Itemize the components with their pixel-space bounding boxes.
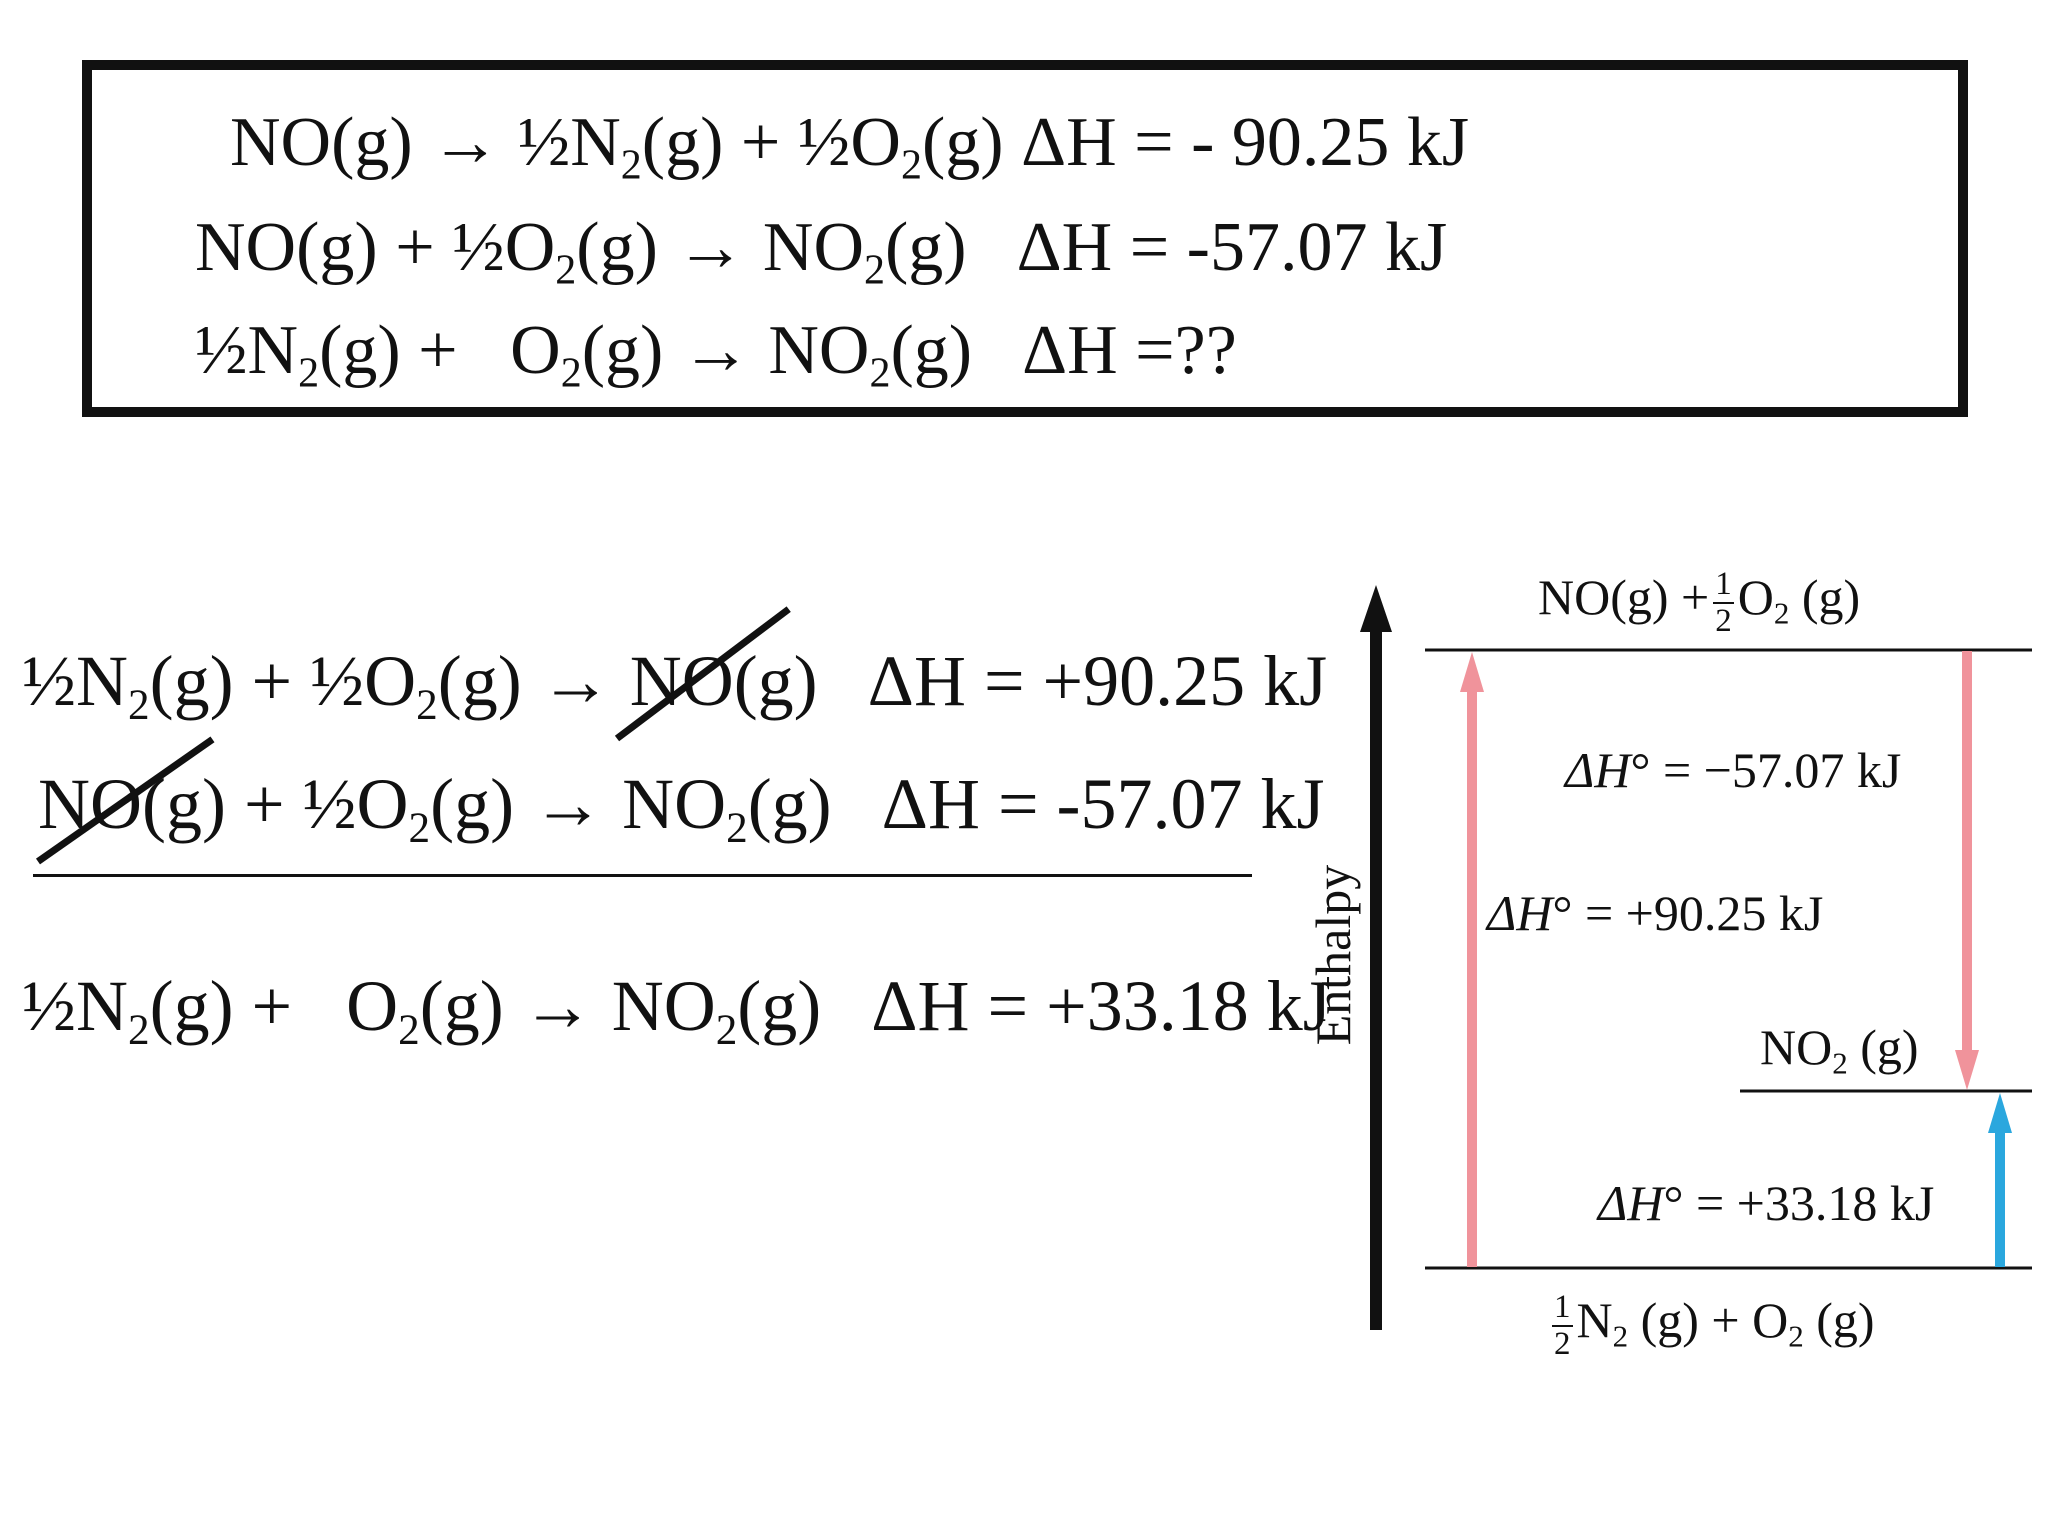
- work-equation-1: ½N2(g) + ½O2(g) → NO(g)ΔH = +90.25 kJ: [22, 641, 1328, 729]
- arrow-down-no-to-no2-head: [1955, 1050, 1979, 1090]
- given-equations-box: [82, 60, 1968, 417]
- given-eq2-delta-h: ΔH = -57.07 kJ: [1016, 209, 1448, 286]
- mid-level-label: NO2 (g): [1760, 1019, 1919, 1081]
- sum-divider-line: [33, 874, 1252, 877]
- work-eq2-delta-h: ΔH = -57.07 kJ: [881, 764, 1325, 844]
- given-equation-1: NO(g) → ½N2(g) + ½O2(g) ΔH = - 90.25 kJ: [230, 104, 1470, 189]
- enthalpy-axis-label: Enthalpy: [1305, 864, 1361, 1046]
- work-eq1-delta-h: ΔH = +90.25 kJ: [867, 641, 1328, 721]
- given-equation-3: ½N2(g) + O2(g) → NO2(g)ΔH =??: [195, 312, 1237, 397]
- result-delta-h: ΔH = +33.18 kJ: [871, 966, 1331, 1046]
- dh-up-label: ΔH° = +90.25 kJ: [1487, 885, 1824, 941]
- arrow-up-formation-no-head: [1460, 652, 1484, 692]
- work-equation-2: NO(g) + ½O2(g) → NO2(g)ΔH = -57.07 kJ: [38, 764, 1325, 852]
- given-eq3-delta-h: ΔH =??: [1022, 312, 1237, 389]
- dh-down-label: ΔH° = −57.07 kJ: [1565, 742, 1902, 798]
- given-eq1-delta-h: ΔH = - 90.25 kJ: [1021, 104, 1470, 181]
- given-eq1-reactant: NO(g) →: [230, 104, 501, 181]
- dh-net-label: ΔH° = +33.18 kJ: [1598, 1175, 1935, 1231]
- arrow-net-formation-no2-head: [1988, 1093, 2012, 1133]
- result-equation: ½N2(g) + O2(g) → NO2(g)ΔH = +33.18 kJ: [22, 966, 1331, 1054]
- enthalpy-axis-arrowhead: [1360, 585, 1392, 632]
- given-equation-2: NO(g) + ½O2(g) → NO2(g)ΔH = -57.07 kJ: [195, 209, 1448, 294]
